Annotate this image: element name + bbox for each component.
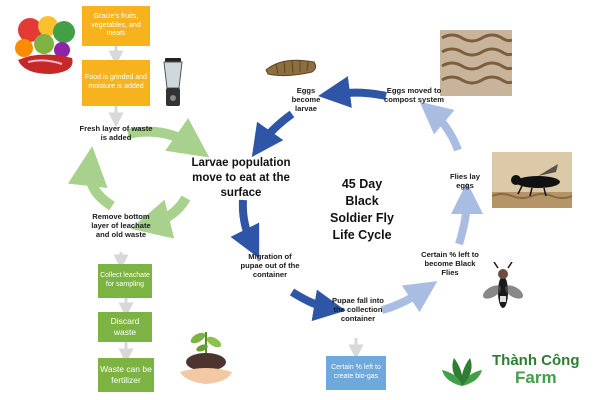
arrow-pupae-to-certain [380,281,438,314]
blender-icon [163,58,183,106]
arrow-flies-to-eggs-moved [419,101,462,152]
soil-sprout-icon [180,332,232,384]
larva-icon [265,59,317,77]
leaf-logo-icon [442,358,482,386]
box-fruits-vegetables-meats: Gracie's fruits, vegetables, and meats [82,6,150,46]
arrow-migration-to-pupae [289,288,346,322]
label-eggs-moved: Eggs moved to compost system [384,86,444,105]
box-food-grinded: Food is grinded and moisture is added [82,60,150,106]
arrow-larvae-to-population [251,110,295,158]
label-fresh-layer: Fresh layer of waste is added [79,124,153,143]
food-collage-icon [15,16,75,74]
label-remove-bottom-layer: Remove bottom layer of leachate and old … [91,212,151,240]
label-migration-pupae: Migration of pupae out of the container [240,252,300,280]
cycle-title: 45 Day Black Soldier Fly Life Cycle [330,177,394,242]
arrow-eggs-moved-to-larvae [318,76,387,108]
brand-name-line2: Farm [515,368,557,387]
arrow-green-remove-to-fresh [67,146,115,211]
arrow-green-larvae-to-remove [130,195,191,239]
arrow-population-to-migration [230,199,260,259]
label-eggs-become-larvae: Eggs become larvae [291,86,321,114]
label-larvae-population: Larvae population move to eat at the sur… [191,157,291,199]
arrow-certain-to-flies [450,182,483,246]
label-pupae-fall: Pupae fall into the collection container [332,296,384,324]
box-biogas: Certain % left to create bio-gas [326,356,386,390]
fly-top-view-icon [482,262,524,308]
label-certain-left-flies: Certain % left to become Black Flies [421,250,479,278]
box-collect-leachate: Collect leachate for sampling [98,264,152,298]
black-soldier-fly-icon [492,152,572,208]
brand-name-line1: Thành Công [492,352,580,369]
box-discard-waste: Discard waste [98,312,152,342]
cardboard-compost-icon [440,30,512,96]
box-waste-fertilizer: Waste can be fertilizer [98,358,154,392]
label-flies-lay-eggs: Flies lay eggs [450,172,480,191]
arrow-green-fresh-to-larvae [126,118,210,158]
